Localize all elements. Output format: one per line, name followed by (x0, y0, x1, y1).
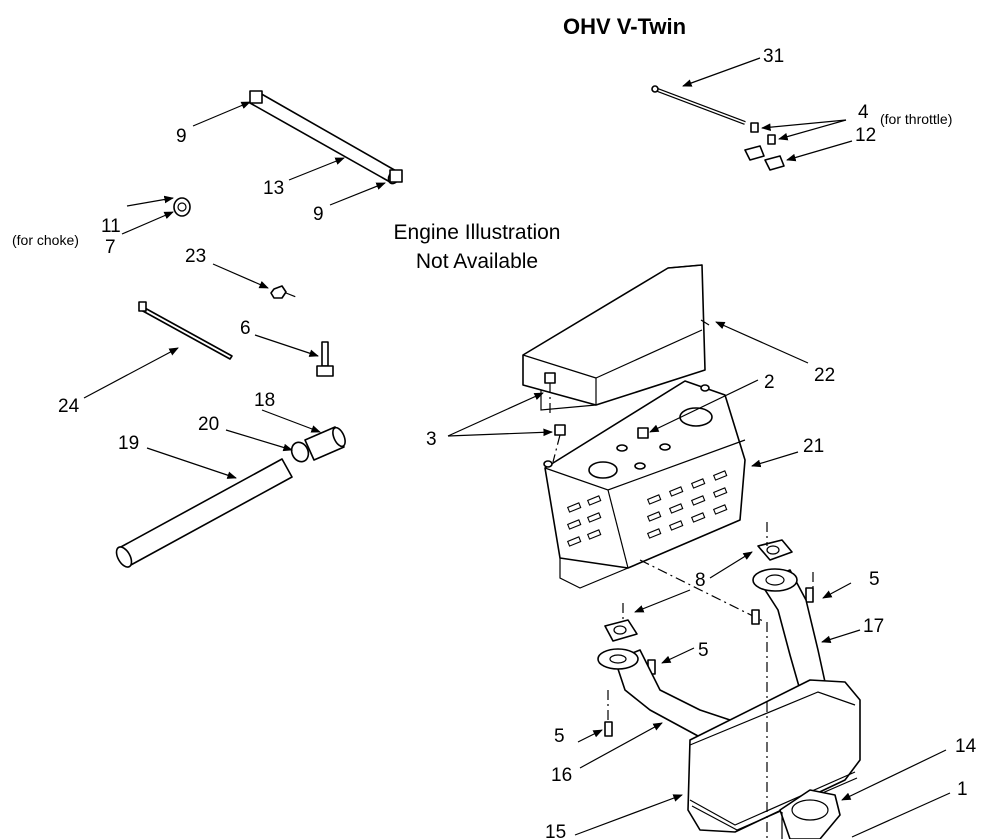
callout-11: 11 (101, 216, 121, 237)
part-13-tube (249, 91, 401, 185)
note-for-choke: (for choke) (12, 232, 79, 248)
part-21-muffler-guard (543, 380, 746, 589)
part-3-screws (544, 372, 566, 463)
callout-23: 23 (185, 246, 206, 267)
part-24-cable-tie (138, 301, 233, 360)
part-14-spark-deflector (779, 789, 841, 839)
callout-1: 1 (957, 779, 968, 800)
part-20-clamp (290, 441, 310, 463)
callout-15: 15 (545, 822, 566, 839)
part-8-gaskets (604, 522, 793, 642)
leader-19 (146, 447, 237, 479)
callout-13: 13 (263, 178, 284, 199)
callout-9-upper: 9 (176, 126, 187, 147)
leader-20 (225, 429, 293, 452)
callout-17: 17 (863, 616, 884, 637)
leader-16 (579, 722, 663, 769)
part-17-header-pipe-right (752, 568, 826, 691)
leader-4b (778, 119, 847, 141)
callout-3: 3 (426, 429, 437, 450)
diagram-title: OHV V-Twin (563, 14, 686, 39)
part-12-clamps (744, 145, 785, 171)
leader-17 (821, 629, 861, 644)
callout-5-middle: 5 (698, 640, 709, 661)
callout-14: 14 (955, 736, 977, 757)
leader-8a (709, 551, 753, 579)
callout-20: 20 (198, 414, 219, 435)
leader-4a (761, 119, 847, 132)
leader-1 (851, 792, 951, 838)
leader-3a (447, 392, 544, 437)
leader-3b (447, 428, 553, 437)
part-18-valve (304, 426, 346, 461)
leader-23 (212, 263, 269, 289)
engine-unavailable-line-1: Engine Illustration (394, 221, 561, 244)
part-9-clip-upper (249, 90, 263, 104)
leader-5b (661, 647, 695, 664)
callout-8: 8 (695, 570, 706, 591)
leader-5a (822, 582, 852, 599)
leader-18 (261, 409, 321, 433)
guard-vent-slots (566, 470, 728, 547)
leader-6 (254, 334, 319, 357)
leader-8b (634, 589, 691, 613)
leader-11 (126, 195, 174, 207)
leader-9b (329, 182, 386, 206)
part-11-7-bushing (173, 197, 191, 217)
leader-9a (192, 101, 251, 127)
leader-21 (751, 451, 799, 468)
leader-22 (715, 321, 809, 364)
callout-7: 7 (105, 237, 116, 258)
leader-14 (841, 749, 947, 801)
callout-6: 6 (240, 318, 251, 339)
leader-31 (682, 57, 761, 87)
callout-31: 31 (763, 46, 784, 67)
leader-24 (83, 347, 179, 399)
leader-15 (574, 794, 683, 836)
part-6-bolt (316, 341, 334, 377)
callout-5-lower: 5 (554, 726, 565, 747)
part-9-clip-lower (389, 169, 403, 183)
callout-16: 16 (551, 765, 572, 786)
callout-9-lower: 9 (313, 204, 324, 225)
callout-12: 12 (855, 125, 876, 146)
note-for-throttle: (for throttle) (880, 111, 952, 127)
part-31-throttle-cable (651, 85, 746, 125)
engine-unavailable-line-2: Not Available (416, 250, 538, 273)
leader-12 (786, 140, 853, 162)
leader-13 (288, 157, 345, 181)
part-23-nut (270, 285, 297, 299)
callout-4: 4 (858, 102, 869, 123)
callout-22: 22 (814, 365, 835, 386)
part-2-screw (637, 427, 649, 439)
callout-5-right: 5 (869, 569, 880, 590)
callout-24: 24 (58, 396, 80, 417)
part-4-screws (750, 122, 776, 145)
callout-21: 21 (803, 436, 824, 457)
leader-2 (649, 379, 759, 433)
leader-5c (577, 729, 603, 743)
leader-7 (121, 211, 174, 235)
callout-2: 2 (764, 372, 775, 393)
callout-19: 19 (118, 433, 139, 454)
part-5-bolts (604, 572, 814, 737)
callout-18: 18 (254, 390, 275, 411)
part-19-hose (115, 458, 293, 568)
